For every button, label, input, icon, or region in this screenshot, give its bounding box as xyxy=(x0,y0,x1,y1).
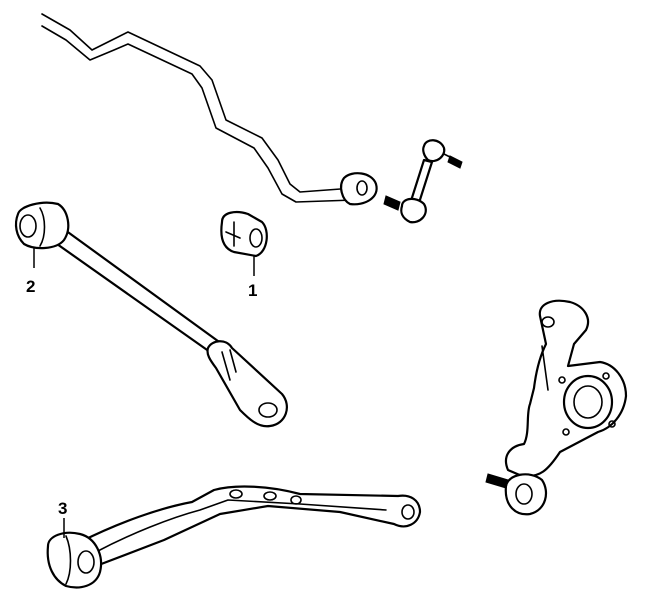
lower-control-arm[interactable] xyxy=(46,485,422,589)
stabilizer-link[interactable] xyxy=(383,139,463,224)
callout-1-label: 1 xyxy=(248,281,257,300)
stabilizer-bushing[interactable] xyxy=(220,211,268,258)
stabilizer-bar[interactable] xyxy=(41,13,378,206)
strut-rod[interactable] xyxy=(14,201,288,428)
callout-2-label: 2 xyxy=(26,277,35,296)
callout-3-label: 3 xyxy=(58,499,67,518)
steering-knuckle[interactable] xyxy=(485,299,628,516)
